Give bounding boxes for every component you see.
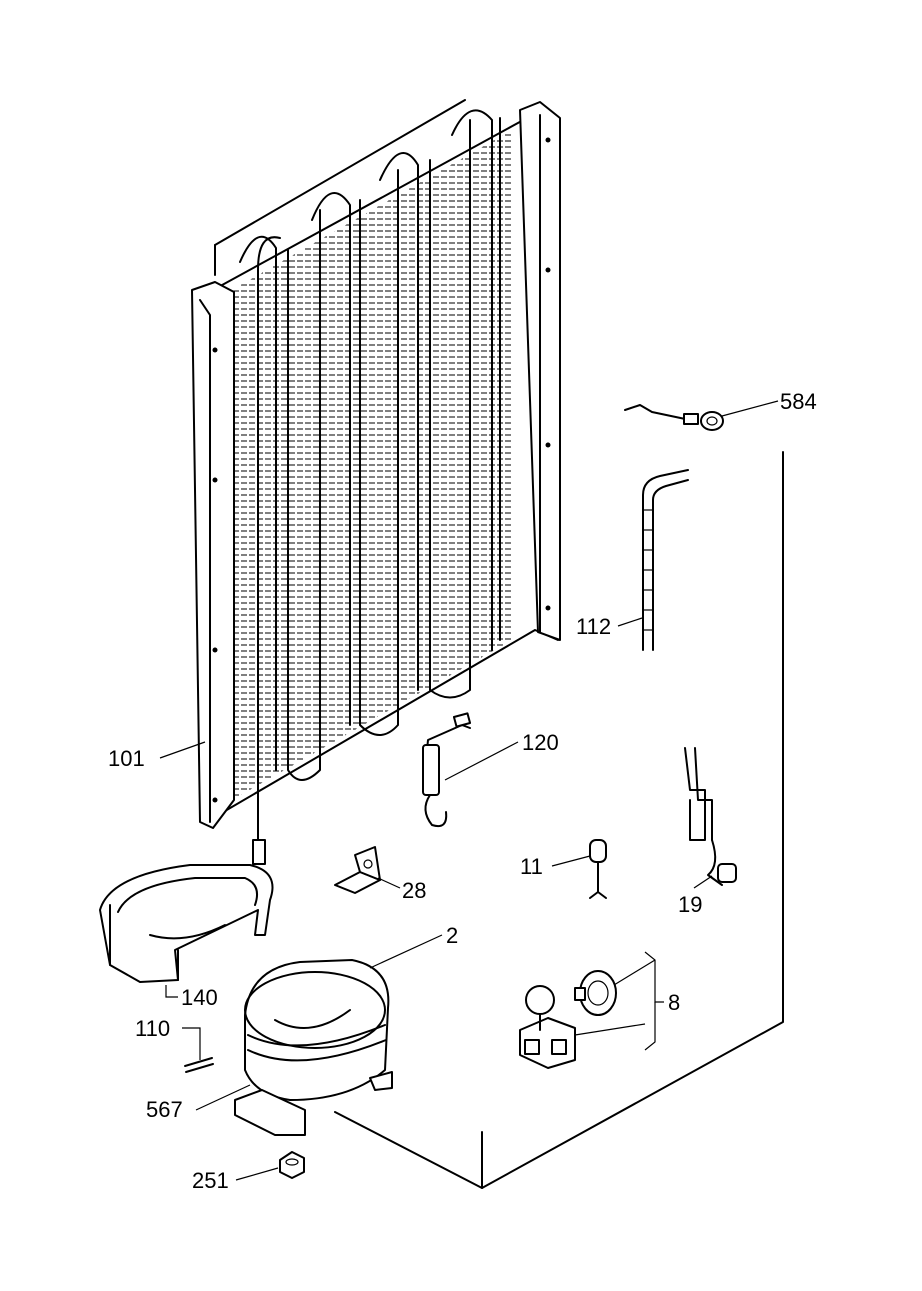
clip-icon xyxy=(624,404,724,431)
label-clip: 584 xyxy=(780,389,817,414)
relay-set-icon xyxy=(519,970,617,1069)
leader-251 xyxy=(235,1167,279,1181)
leader-112 xyxy=(617,617,643,627)
nut-icon xyxy=(279,1151,305,1179)
label-pin: 110 xyxy=(135,1016,170,1041)
label-capillary: 112 xyxy=(576,614,611,639)
leader-101 xyxy=(159,741,206,759)
leader-110 xyxy=(182,1027,201,1060)
leader-567 xyxy=(195,1084,251,1111)
leader-140 xyxy=(165,985,178,998)
condenser-icon xyxy=(191,101,561,865)
label-tray: 140 xyxy=(181,985,218,1010)
pin-icon xyxy=(184,1057,214,1073)
leader-11 xyxy=(551,855,591,867)
label-relay-set: 8 xyxy=(668,990,680,1015)
bracket-icon xyxy=(334,846,381,894)
valve-icon xyxy=(589,839,607,899)
leader-19 xyxy=(693,875,713,889)
label-bracket: 28 xyxy=(402,878,426,903)
leader-120 xyxy=(444,741,519,781)
label-nut: 251 xyxy=(192,1168,229,1193)
leader-2 xyxy=(369,934,443,969)
capillary-tube-icon xyxy=(642,469,689,651)
label-condenser: 101 xyxy=(108,746,145,771)
power-cable-icon xyxy=(684,747,737,886)
drip-tray-icon xyxy=(99,864,274,983)
leader-584 xyxy=(721,400,779,417)
bracket-leader-8 xyxy=(574,951,664,1051)
label-cable: 19 xyxy=(678,892,702,917)
dryer-icon xyxy=(422,712,472,828)
label-valve: 11 xyxy=(520,854,543,879)
label-grommet: 567 xyxy=(146,1097,183,1122)
label-dryer: 120 xyxy=(522,730,559,755)
label-compressor: 2 xyxy=(446,923,458,948)
cabinet-outline xyxy=(214,99,784,1189)
compressor-icon xyxy=(234,959,393,1136)
leader-28 xyxy=(377,877,401,889)
